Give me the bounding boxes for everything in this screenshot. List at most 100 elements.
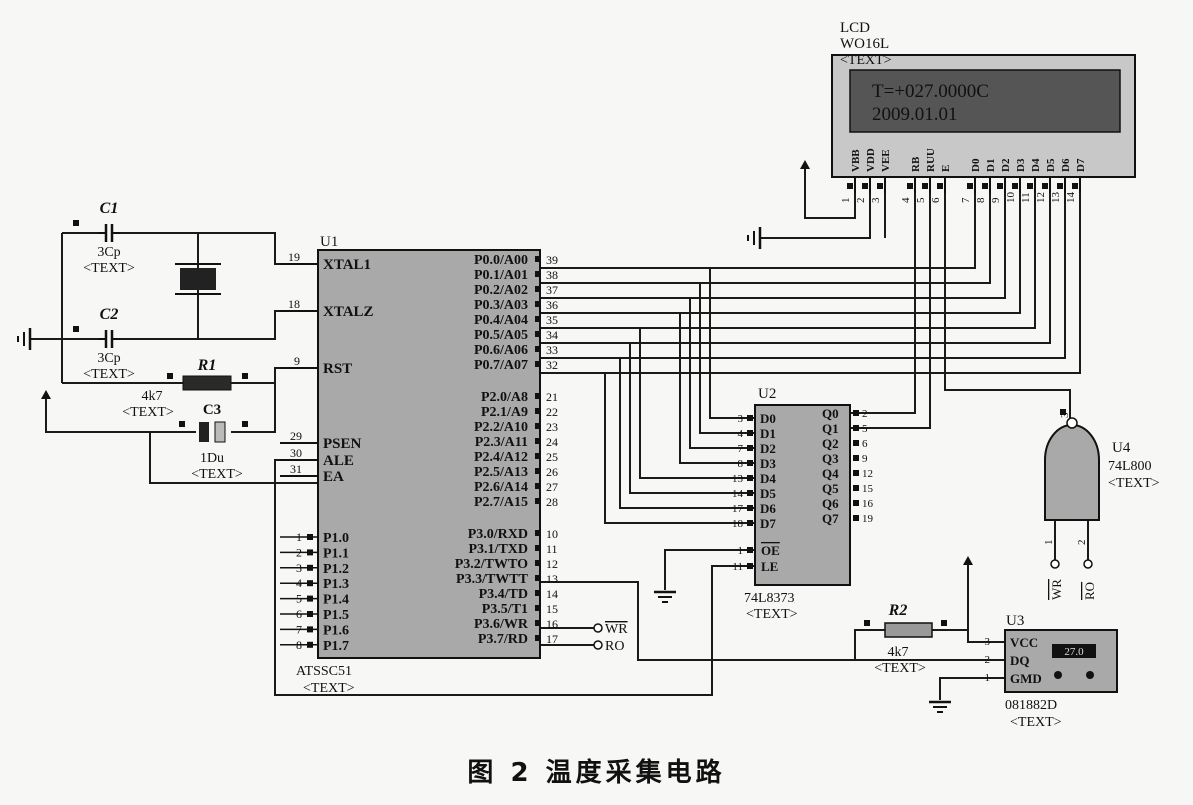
pin-dot (535, 530, 541, 536)
mcu-p0-pin-number: 39 (546, 253, 558, 267)
latch-d-number: 14 (732, 488, 744, 500)
pin-dot (535, 575, 541, 581)
c3-plate (214, 421, 226, 443)
gate-out-number: 3 (1059, 412, 1071, 418)
pin-dot (997, 183, 1003, 189)
mcu-p0-pin-name: P0.4/A04 (474, 313, 528, 328)
sensor-body (1004, 629, 1118, 693)
mcu-text: <TEXT> (303, 681, 355, 696)
wire (944, 193, 1071, 420)
gate-part: 74L800 (1108, 459, 1152, 474)
lcd-pin-number: 8 (975, 197, 987, 203)
wire (540, 193, 1081, 374)
gate-in-label: WR (1049, 579, 1064, 600)
wire (804, 165, 856, 219)
r1-body (182, 375, 232, 391)
mcu-p0-pin-name: P0.2/A02 (474, 283, 528, 298)
mcu-p0-pin-name: P0.6/A06 (474, 343, 528, 358)
latch-d-number: 18 (732, 518, 744, 530)
pin-dot (535, 590, 541, 596)
c1-ref: C1 (100, 200, 119, 217)
latch-d-name: D4 (760, 471, 776, 486)
lcd-pin-name: D4 (1030, 158, 1042, 172)
mcu-pin-number: 6 (296, 607, 302, 621)
pin-dot (853, 410, 859, 416)
wire (540, 193, 976, 269)
mcu-p2-pin-name: P2.3/A11 (475, 435, 528, 450)
lcd-pin-number: 11 (1020, 192, 1032, 203)
pin-dot (967, 183, 973, 189)
latch-d-name: D2 (760, 441, 776, 456)
sensor-pin-name: DQ (1010, 653, 1030, 668)
latch-ctrl-name: OE (761, 543, 780, 558)
lcd-pin-name: VBB (850, 149, 862, 172)
latch-q-number: 2 (862, 408, 868, 420)
latch-q-number: 12 (862, 468, 873, 480)
latch-d-number: 13 (732, 473, 744, 485)
pin-dot (1072, 183, 1078, 189)
mcu-pin-name: P1.6 (323, 623, 349, 638)
pin-dot (1060, 409, 1066, 415)
mcu-pin-name: EA (323, 469, 344, 485)
wire (619, 358, 755, 509)
mcu-p0-pin-number: 36 (546, 298, 558, 312)
latch-d-name: D0 (760, 411, 776, 426)
c3-plate (199, 422, 209, 442)
mcu-pin-number: 7 (296, 622, 302, 636)
mcu-p3-pin-number: 10 (546, 527, 558, 541)
latch-q-name: Q6 (822, 496, 839, 511)
mcu-p2-pin-name: P2.2/A10 (474, 420, 528, 435)
lcd-pin-name: E (940, 165, 952, 172)
wire (699, 283, 755, 434)
gate-body (1044, 424, 1100, 521)
sensor-display (1052, 644, 1096, 658)
pin-dot (535, 468, 541, 474)
mcu-p0-pin-number: 34 (546, 328, 558, 342)
latch-q-number: 6 (862, 438, 868, 450)
wr-terminal (593, 623, 603, 633)
gate-in-terminal (1083, 559, 1093, 569)
pin-dot (535, 361, 541, 367)
mcu-part: ATSSC51 (296, 664, 352, 679)
pin-dot (167, 373, 173, 379)
lcd-pin-number: 12 (1035, 192, 1047, 203)
pin-dot (853, 500, 859, 506)
components (17, 54, 1136, 713)
wr-label: WR (605, 622, 628, 637)
sensor-pin-number: 1 (985, 672, 991, 684)
pin-dot (535, 346, 541, 352)
lcd-pin-number: 2 (855, 198, 867, 204)
pin-dot (922, 183, 928, 189)
c3-text: <TEXT> (191, 467, 243, 482)
latch-d-number: 17 (732, 503, 744, 515)
wire (850, 193, 931, 429)
mcu-p2-pin-number: 26 (546, 465, 558, 479)
latch-d-name: D3 (760, 456, 776, 471)
wire (604, 373, 755, 524)
gate-in-label: RO (1082, 582, 1097, 600)
pin-dot (853, 485, 859, 491)
mcu-p3-pin-number: 12 (546, 557, 558, 571)
c1-value: 3Cp (97, 245, 120, 260)
r2-text: <TEXT> (874, 661, 926, 676)
pin-dot (941, 620, 947, 626)
wire (689, 298, 755, 449)
mcu-p2-pin-number: 27 (546, 480, 558, 494)
lcd-pin-number: 3 (870, 197, 882, 203)
latch-q-number: 19 (862, 513, 874, 525)
c1-text: <TEXT> (83, 261, 135, 276)
mcu-p3-pin-name: P3.7/RD (478, 632, 528, 647)
wire (540, 193, 1066, 359)
mcu-p0-pin-name: P0.1/A01 (474, 268, 528, 283)
latch-q-number: 9 (862, 453, 868, 465)
pin-dot (877, 183, 883, 189)
sensor-pin-name: GMD (1010, 671, 1042, 686)
wire (540, 581, 985, 661)
latch-d-name: D1 (760, 426, 776, 441)
pin-dot (535, 301, 541, 307)
pin-dot (535, 498, 541, 504)
mcu-p2-pin-name: P2.4/A12 (474, 450, 528, 465)
pin-dot (535, 453, 541, 459)
mcu-p2-pin-number: 21 (546, 390, 558, 404)
